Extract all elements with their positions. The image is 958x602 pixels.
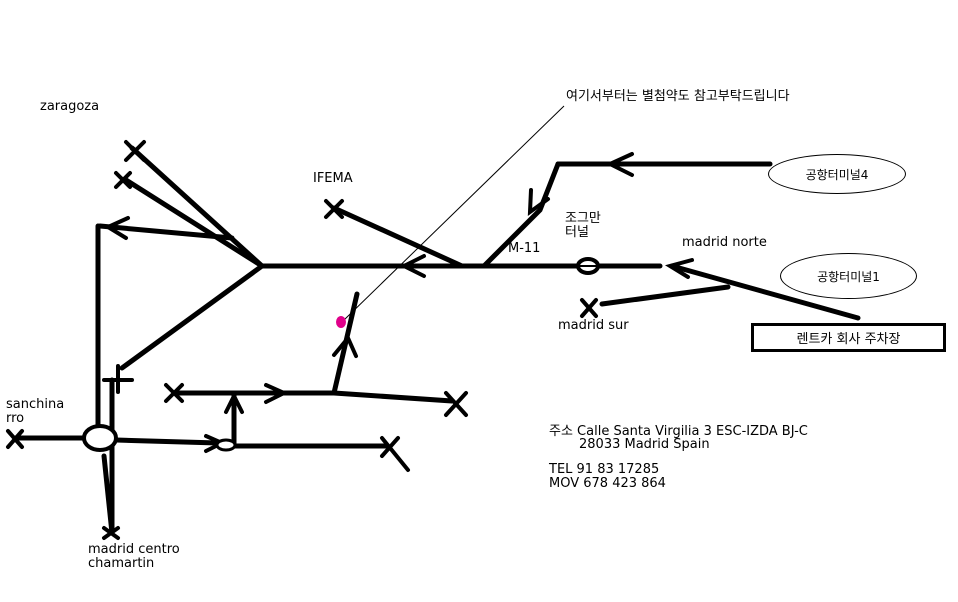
address-mov: MOV 678 423 864 [549,476,666,491]
arrow-down [527,188,550,217]
label-m11: M-11 [508,241,541,256]
rental-car-parking-box: 렌트카 회사 주차장 [751,323,946,352]
roundabout-small [215,438,237,452]
arrow-norte [665,258,694,279]
terminal-4-oval: 공항터미널4 [768,154,906,194]
terminal-1-oval: 공항터미널1 [780,253,917,299]
x-mark-sur [580,298,598,318]
road-middle-east [331,390,455,404]
arrow-t4 [605,152,634,177]
road-south-east [113,437,221,446]
x-mark-sanchinarro [6,429,24,449]
branch-upper [97,223,235,241]
x-mark-zaragoza-1 [124,140,146,162]
label-tunnel: 조그만 터널 [565,211,601,240]
roundabout [82,424,118,452]
address-line-1: 주소 Calle Santa Virgilia 3 ESC-IZDA BJ-C [549,424,808,439]
x-mark-east [444,391,468,417]
branch-zaragoza-1 [129,145,265,269]
arrow-middle [264,383,289,404]
arrow-up-mid [224,391,244,414]
road-ifema [331,205,465,269]
label-ifema: IFEMA [313,171,353,186]
address-line-2: 28033 Madrid Spain [579,437,710,452]
note-pointer [343,105,565,321]
road-t4-down [481,161,561,269]
address-tel: TEL 91 83 17285 [549,462,660,477]
plus-mark [102,364,134,394]
destination-marker [336,316,346,328]
label-note: 여기서부터는 별첨약도 참고부탁드립니다 [566,89,790,104]
road-rental [669,263,861,321]
road-sur [599,284,731,307]
branch-zaragoza-2 [123,177,265,269]
arrow-upper [103,216,130,240]
x-mark-middle [164,383,184,403]
arrow-main [399,254,426,278]
x-mark-centro [102,526,120,540]
label-madrid-sur: madrid sur [558,318,629,333]
arrow-up-north [332,334,358,358]
label-sanchinarro: sanchina rro [6,397,65,426]
label-madrid-centro: madrid centro chamartin [88,542,180,571]
branch-west [119,263,265,371]
label-madrid-norte: madrid norte [682,235,767,250]
label-zaragoza: zaragoza [40,99,100,114]
x-mark-ifema [324,199,344,219]
x-mark-lower [380,436,410,472]
x-mark-zaragoza-2 [114,171,132,189]
